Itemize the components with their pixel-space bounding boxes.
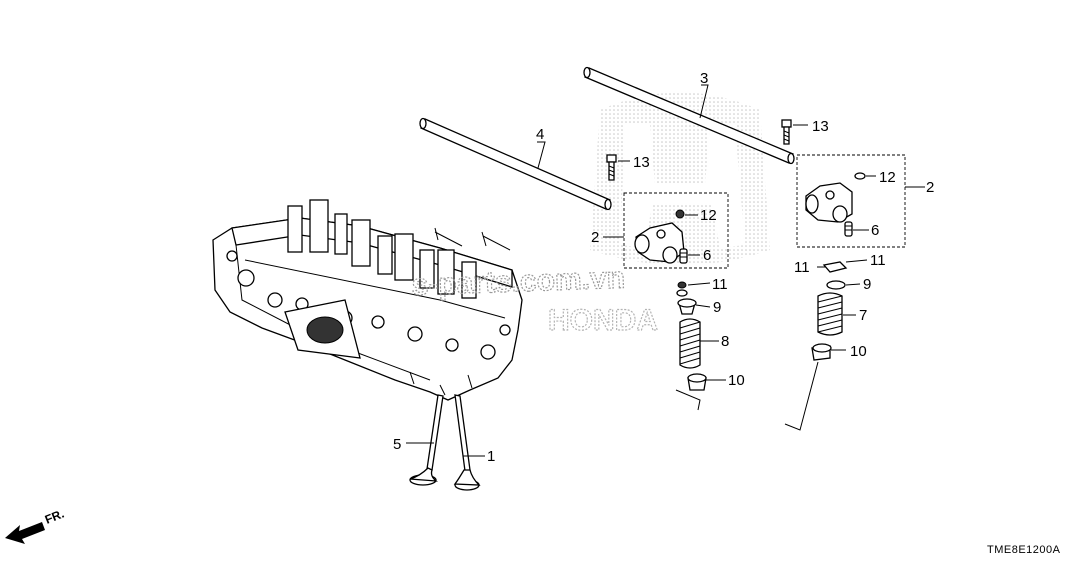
callout-1: 1 (487, 448, 495, 465)
callout-11-right-a: 11 (794, 259, 810, 276)
callout-2-right: 2 (926, 179, 934, 196)
callout-11-right-b: 11 (870, 252, 886, 269)
callout-6-left: 6 (703, 247, 711, 264)
callout-5: 5 (393, 436, 401, 453)
callout-13-right: 13 (812, 118, 829, 135)
callout-7: 7 (859, 307, 867, 324)
rocker-arm-assembly-left (623, 192, 729, 269)
valve-intake (409, 394, 444, 486)
rocker-shaft-4 (419, 117, 612, 211)
callout-10-left: 10 (728, 372, 745, 389)
website-watermark: s-parts.com.vn (411, 262, 625, 302)
callout-13-left: 13 (633, 154, 650, 171)
callout-4: 4 (536, 126, 544, 143)
honda-logo-watermark: HONDA (547, 92, 770, 338)
rocker-arm-assembly-right (796, 154, 906, 248)
callout-6-right: 6 (871, 222, 879, 239)
front-direction-arrow: FR. (5, 507, 66, 544)
front-direction-label: FR. (43, 507, 66, 527)
bolt-13-right (781, 119, 792, 145)
diagram-code: TME8E1200A (987, 544, 1061, 556)
cylinder-head (212, 199, 523, 401)
callout-8: 8 (721, 333, 729, 350)
leader-lines (406, 84, 925, 457)
bolt-13-left (606, 154, 617, 181)
callout-3: 3 (700, 70, 708, 87)
callout-9-right: 9 (863, 276, 871, 293)
callout-labels: 4 3 13 13 2 12 6 2 12 6 11 11 9 7 10 11 … (393, 70, 934, 465)
callout-11-left: 11 (712, 276, 728, 293)
callout-10-right: 10 (850, 343, 867, 360)
callout-2-left: 2 (591, 229, 599, 246)
rocker-shaft-3 (583, 66, 795, 165)
callout-9-left: 9 (713, 299, 721, 316)
valve-spring-stack-left (675, 281, 707, 411)
honda-wordmark-watermark: HONDA (548, 304, 658, 337)
valve-exhaust (453, 394, 481, 491)
valve-spring-stack-right (784, 261, 848, 431)
callout-12-right: 12 (879, 169, 896, 186)
callout-12-left: 12 (700, 207, 717, 224)
